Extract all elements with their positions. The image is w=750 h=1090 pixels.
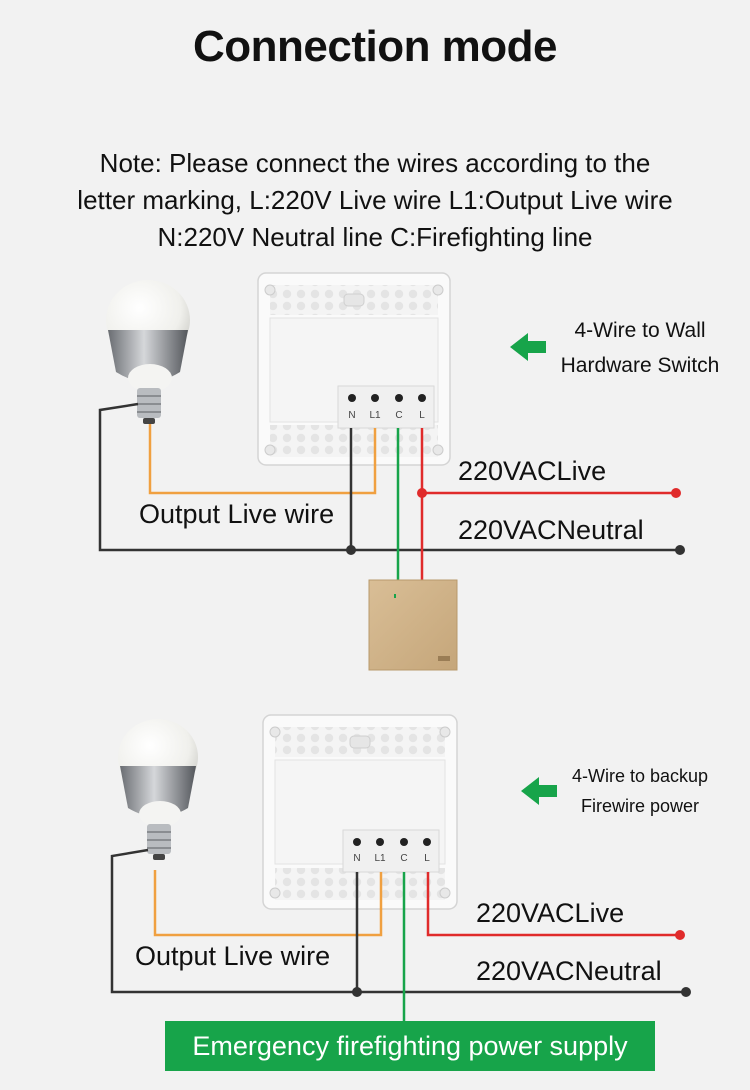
controller-module: N L1 C L [257, 272, 451, 466]
note-line-3: N:220V Neutral line C:Firefighting line [157, 222, 593, 252]
wires-2 [110, 848, 686, 1022]
side-note-line-1: 4-Wire to backup [571, 766, 709, 786]
output-live-label: Output Live wire [135, 941, 331, 971]
side-note-line-1: 4-Wire to Wall [574, 319, 706, 342]
terminal-label-c: C [400, 853, 407, 864]
neutral-label: 220VACNeutral [458, 515, 644, 545]
emergency-power-banner: Emergency firefighting power supply [165, 1021, 655, 1071]
neutral-junction-dot [346, 545, 356, 555]
wiring-side-note-1: 4-Wire to Wall Hardware Switch [540, 313, 740, 383]
live-end-dot [675, 930, 685, 940]
live-junction-dot [417, 488, 427, 498]
terminal-label-n: N [353, 853, 360, 864]
neutral-wire-bulb [98, 402, 680, 552]
neutral-end-dot [675, 545, 685, 555]
output-live-label: Output Live wire [139, 499, 335, 529]
neutral-label: 220VACNeutral [476, 956, 662, 986]
terminal-screws [348, 394, 426, 402]
terminal-label-c: C [395, 410, 402, 421]
terminal-label-l: L [424, 853, 430, 864]
left-arrow-icon [521, 777, 557, 805]
side-note-line-2: Hardware Switch [560, 354, 720, 377]
terminal-label-l1: L1 [369, 410, 381, 421]
live-label: 220VACLive [458, 456, 607, 486]
wall-switch [368, 579, 458, 671]
output-live-wire [153, 870, 383, 937]
diagram-2: N L1 C L [110, 714, 691, 1022]
wiring-note: Note: Please connect the wires according… [20, 145, 730, 256]
terminal-label-l: L [419, 410, 425, 421]
neutral-junction-dot [352, 987, 362, 997]
light-bulb-icon [106, 280, 190, 424]
neutral-end-dot [681, 987, 691, 997]
wires-1 [98, 402, 680, 582]
terminal-label-l1: L1 [374, 853, 386, 864]
left-arrow-icon [510, 333, 546, 361]
side-note-line-2: Firewire power [580, 796, 700, 816]
note-line-2: letter marking, L:220V Live wire L1:Outp… [77, 185, 673, 215]
diagram-1: N L1 C L [98, 272, 685, 671]
page-title: Connection mode [192, 22, 558, 71]
controller-module: N L1 C L [262, 714, 458, 910]
light-bulb-icon [118, 719, 198, 860]
terminal-label-n: N [348, 410, 355, 421]
terminal-screws [353, 838, 431, 846]
note-line-1: Note: Please connect the wires according… [99, 148, 651, 178]
neutral-wire-bulb [110, 848, 686, 994]
live-label: 220VACLive [476, 898, 625, 928]
wiring-side-note-2: 4-Wire to backup Firewire power [555, 761, 725, 821]
output-live-wire [148, 424, 377, 495]
live-end-dot [671, 488, 681, 498]
live-wire [426, 872, 680, 937]
